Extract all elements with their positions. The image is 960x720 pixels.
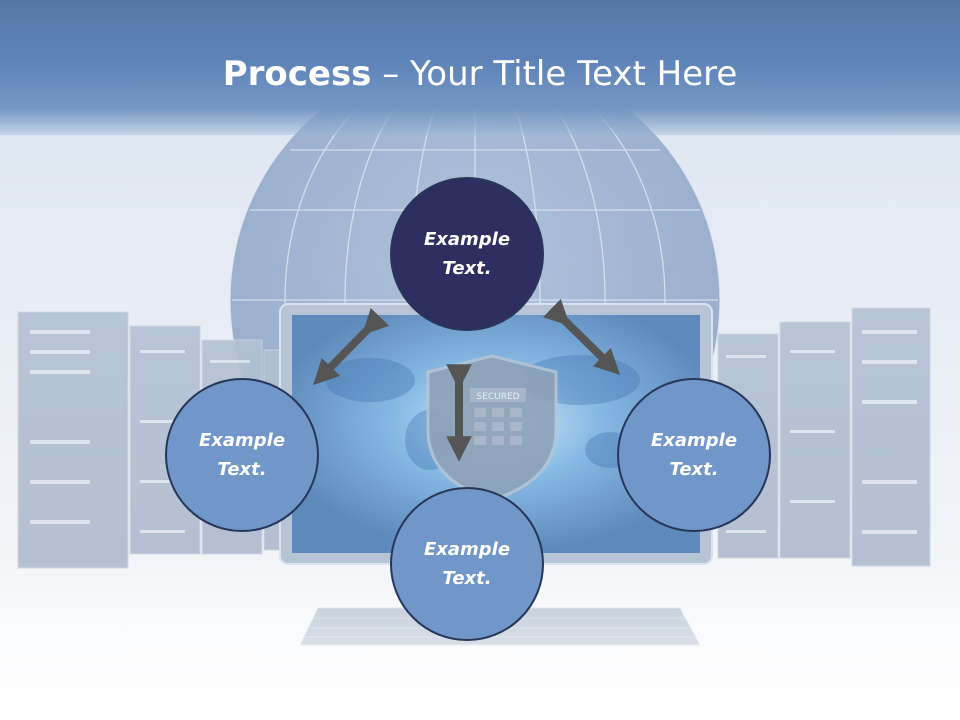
process-node-bottom[interactable]: Example Text. [390, 487, 544, 641]
title-bold: Process [222, 54, 372, 94]
slide-title: Process – Your Title Text Here [0, 52, 960, 96]
secured-badge-text: SECURED [476, 392, 519, 402]
right-server-racks [717, 307, 931, 567]
title-rest: – Your Title Text Here [371, 54, 738, 94]
process-node-right[interactable]: Example Text. [617, 378, 771, 532]
node-right-label: Example Text. [650, 430, 738, 480]
node-top-label: Example Text. [423, 229, 511, 279]
header-band [0, 0, 960, 135]
node-left-label: Example Text. [198, 430, 286, 480]
process-node-top[interactable]: Example Text. [390, 177, 544, 331]
process-node-left[interactable]: Example Text. [165, 378, 319, 532]
node-bottom-label: Example Text. [423, 539, 511, 589]
